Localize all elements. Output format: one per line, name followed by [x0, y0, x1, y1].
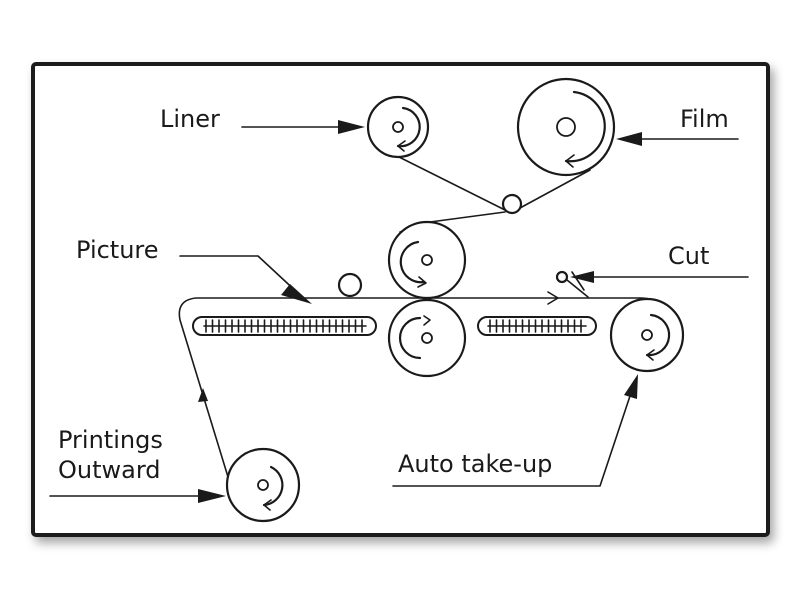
- cut-arrow-icon: [570, 271, 594, 283]
- lower-pressure-roller-icon: [387, 298, 467, 378]
- belt-direction-arrow-icon: [198, 388, 208, 402]
- cut-label: Cut: [668, 242, 709, 270]
- printings-label-line1: Printings: [58, 426, 163, 454]
- liner-label: Liner: [160, 105, 220, 133]
- take-up-roller-icon: [609, 297, 685, 373]
- film-label: Film: [680, 105, 729, 133]
- diagram-frame: [31, 62, 770, 537]
- upper-pressure-roller-icon: [387, 220, 467, 300]
- picture-label: Picture: [76, 236, 159, 264]
- liner-web: [384, 149, 506, 211]
- auto-take-up-leader: [392, 389, 633, 487]
- heater-pad-right: [477, 316, 597, 336]
- picture-arrow-icon: [281, 284, 312, 304]
- heater-pad-left: [192, 316, 377, 336]
- conveyor-belt: [178, 297, 641, 491]
- auto-take-up-label: Auto take-up: [398, 450, 552, 478]
- printings-label-line2: Outward: [58, 456, 161, 484]
- liner-arrow-icon: [338, 120, 365, 134]
- guide-roller-icon: [501, 193, 523, 215]
- belt-right-arrow-icon: [547, 291, 559, 305]
- idler-roller-icon: [337, 272, 363, 298]
- printings-roller-icon: [225, 447, 301, 523]
- picture-leader: [179, 255, 301, 296]
- film-arrow-icon: [616, 132, 642, 146]
- auto-take-up-arrow-icon: [624, 374, 638, 399]
- film-roller-icon: [516, 77, 616, 177]
- liner-roller-icon: [366, 95, 430, 159]
- film-web: [519, 169, 591, 209]
- printings-arrow-icon: [198, 489, 226, 503]
- cutter-icon: [555, 270, 589, 298]
